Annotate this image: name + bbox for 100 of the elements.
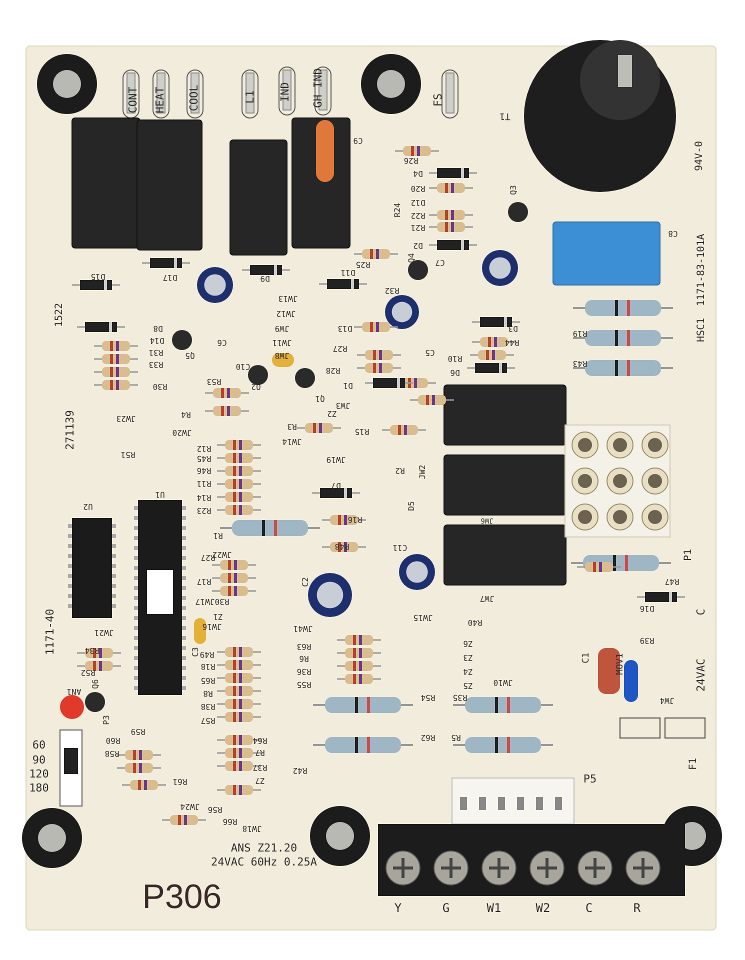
silkscreen-label: R33 <box>148 360 164 368</box>
silkscreen-label: 94V-0 <box>695 140 705 172</box>
silkscreen-label: R56 <box>208 805 222 813</box>
silkscreen-label: R48 <box>334 542 350 550</box>
silkscreen-label: R58 <box>104 749 120 757</box>
silkscreen-label: R45 <box>196 454 212 462</box>
silkscreen-label: R42 <box>292 766 308 774</box>
silkscreen-label: Q3 <box>510 185 518 195</box>
silkscreen-label: C8 <box>668 229 678 237</box>
silkscreen-label: 271139 <box>64 410 76 450</box>
silkscreen-label: R40 <box>468 618 482 626</box>
silkscreen-label: HSC1 <box>697 318 707 342</box>
silkscreen-label: R30 <box>214 597 230 605</box>
silkscreen-label: Z2 <box>327 409 337 417</box>
silkscreen-label: JW15 <box>413 613 433 621</box>
silkscreen-label: U1 <box>155 490 165 498</box>
silkscreen-label: R61 <box>172 777 188 785</box>
silkscreen-label: D6 <box>450 368 460 376</box>
silkscreen-label: R31 <box>148 348 164 356</box>
silkscreen-label: JW17 <box>195 597 215 605</box>
silkscreen-label: R43 <box>572 359 588 367</box>
silkscreen-label: 60 <box>32 740 46 750</box>
silkscreen-label: C11 <box>392 543 408 551</box>
silkscreen-label: R14 <box>196 493 212 501</box>
silkscreen-label: D8 <box>153 324 163 332</box>
silkscreen-label: D9 <box>260 274 270 282</box>
silkscreen-label: 180 <box>29 782 49 794</box>
silkscreen-label: C7 <box>435 258 445 266</box>
silkscreen-label: R15 <box>354 427 370 435</box>
silkscreen-label: R59 <box>130 727 146 735</box>
silkscreen-label: R19 <box>572 329 588 337</box>
silkscreen-label: R37 <box>252 763 268 771</box>
silkscreen-label: 1171-83-101A <box>697 234 707 306</box>
silkscreen-label: 24VAC 60Hz 0.25A <box>211 856 317 868</box>
silkscreen-label: C10 <box>236 362 250 370</box>
silkscreen-label: R2 <box>395 466 405 474</box>
silkscreen-label: R10 <box>448 354 462 362</box>
silkscreen-label: R53 <box>206 377 222 385</box>
silkscreen-label: R16 <box>348 515 362 523</box>
silkscreen-label: MOV1 <box>616 653 626 675</box>
silkscreen-label: D12 <box>410 198 426 206</box>
silkscreen-label: D4 <box>413 169 423 177</box>
silkscreen-label: 24VAC <box>696 658 706 692</box>
silkscreen-label: R21 <box>410 223 426 231</box>
silkscreen-label: 120 <box>29 768 49 780</box>
silkscreen-label: D11 <box>340 268 356 276</box>
silkscreen-label: R18 <box>200 662 216 670</box>
handwritten-marking: P306 <box>142 880 222 914</box>
silkscreen-label: JW2 <box>419 464 427 480</box>
silkscreen-label: R3 <box>287 422 297 430</box>
silkscreen-label: GH IND <box>312 68 324 108</box>
silkscreen-label: R39 <box>640 636 654 644</box>
silkscreen-label: D15 <box>90 272 106 280</box>
silkscreen-label: P1 <box>684 548 694 562</box>
silkscreen-label: JW19 <box>326 455 346 463</box>
silkscreen-label: D2 <box>413 241 423 249</box>
silkscreen-label: R25 <box>356 260 370 268</box>
silkscreen-label: JW23 <box>116 414 136 422</box>
silkscreen-label: D14 <box>150 336 164 344</box>
silkscreen-label: JW14 <box>282 437 302 445</box>
silkscreen-label: Q1 <box>315 394 325 402</box>
silkscreen-label: C9 <box>353 136 363 144</box>
silkscreen-label: Z3 <box>463 653 473 661</box>
silkscreen-label: FS <box>432 93 444 107</box>
silkscreen-label: JW20 <box>172 428 192 436</box>
silkscreen-label: R35 <box>452 693 468 701</box>
silkscreen-label: JW16 <box>202 622 222 630</box>
silkscreen-label: L1 <box>244 90 256 104</box>
silkscreen-label: JW21 <box>94 628 114 636</box>
silkscreen-label: U2 <box>83 502 93 510</box>
silkscreen-label: R30 <box>152 382 168 390</box>
silkscreen-label: R12 <box>196 444 212 452</box>
silkscreen-label: R60 <box>106 736 120 744</box>
silkscreen-label: D7 <box>331 481 341 489</box>
silkscreen-label: R11 <box>196 479 212 487</box>
silkscreen-label: W2 <box>536 902 550 914</box>
silkscreen-label: C <box>585 902 593 914</box>
silkscreen-label: P5 <box>583 774 597 784</box>
silkscreen-label: R44 <box>504 338 520 346</box>
silkscreen-label: D3 <box>508 324 518 332</box>
silkscreen-label: R64 <box>252 736 268 744</box>
silkscreen-label: COOL <box>188 84 200 112</box>
silkscreen-label: R55 <box>296 680 312 688</box>
silkscreen-label: Z6 <box>463 639 473 647</box>
silkscreen-label: HEAT <box>154 86 166 114</box>
silkscreen-label: R1 <box>213 531 223 539</box>
silkscreen-label: R62 <box>420 733 436 741</box>
silkscreen-label: R32 <box>384 286 400 294</box>
silkscreen-label: JW3 <box>336 401 350 409</box>
silkscreen-label: R27 <box>332 344 348 352</box>
silkscreen-label: R22 <box>410 211 426 219</box>
silkscreen-label: C2 <box>302 577 310 587</box>
silkscreen-label: R4 <box>181 410 191 418</box>
silkscreen-label: P3 <box>103 715 111 725</box>
silkscreen-label: D13 <box>338 324 352 332</box>
silkscreen-label: R38 <box>200 702 216 710</box>
silkscreen-label: Y <box>394 902 402 914</box>
silkscreen-label: R46 <box>196 466 212 474</box>
silkscreen-label: 1522 <box>55 302 65 328</box>
silkscreen-label: CONT <box>128 86 138 114</box>
